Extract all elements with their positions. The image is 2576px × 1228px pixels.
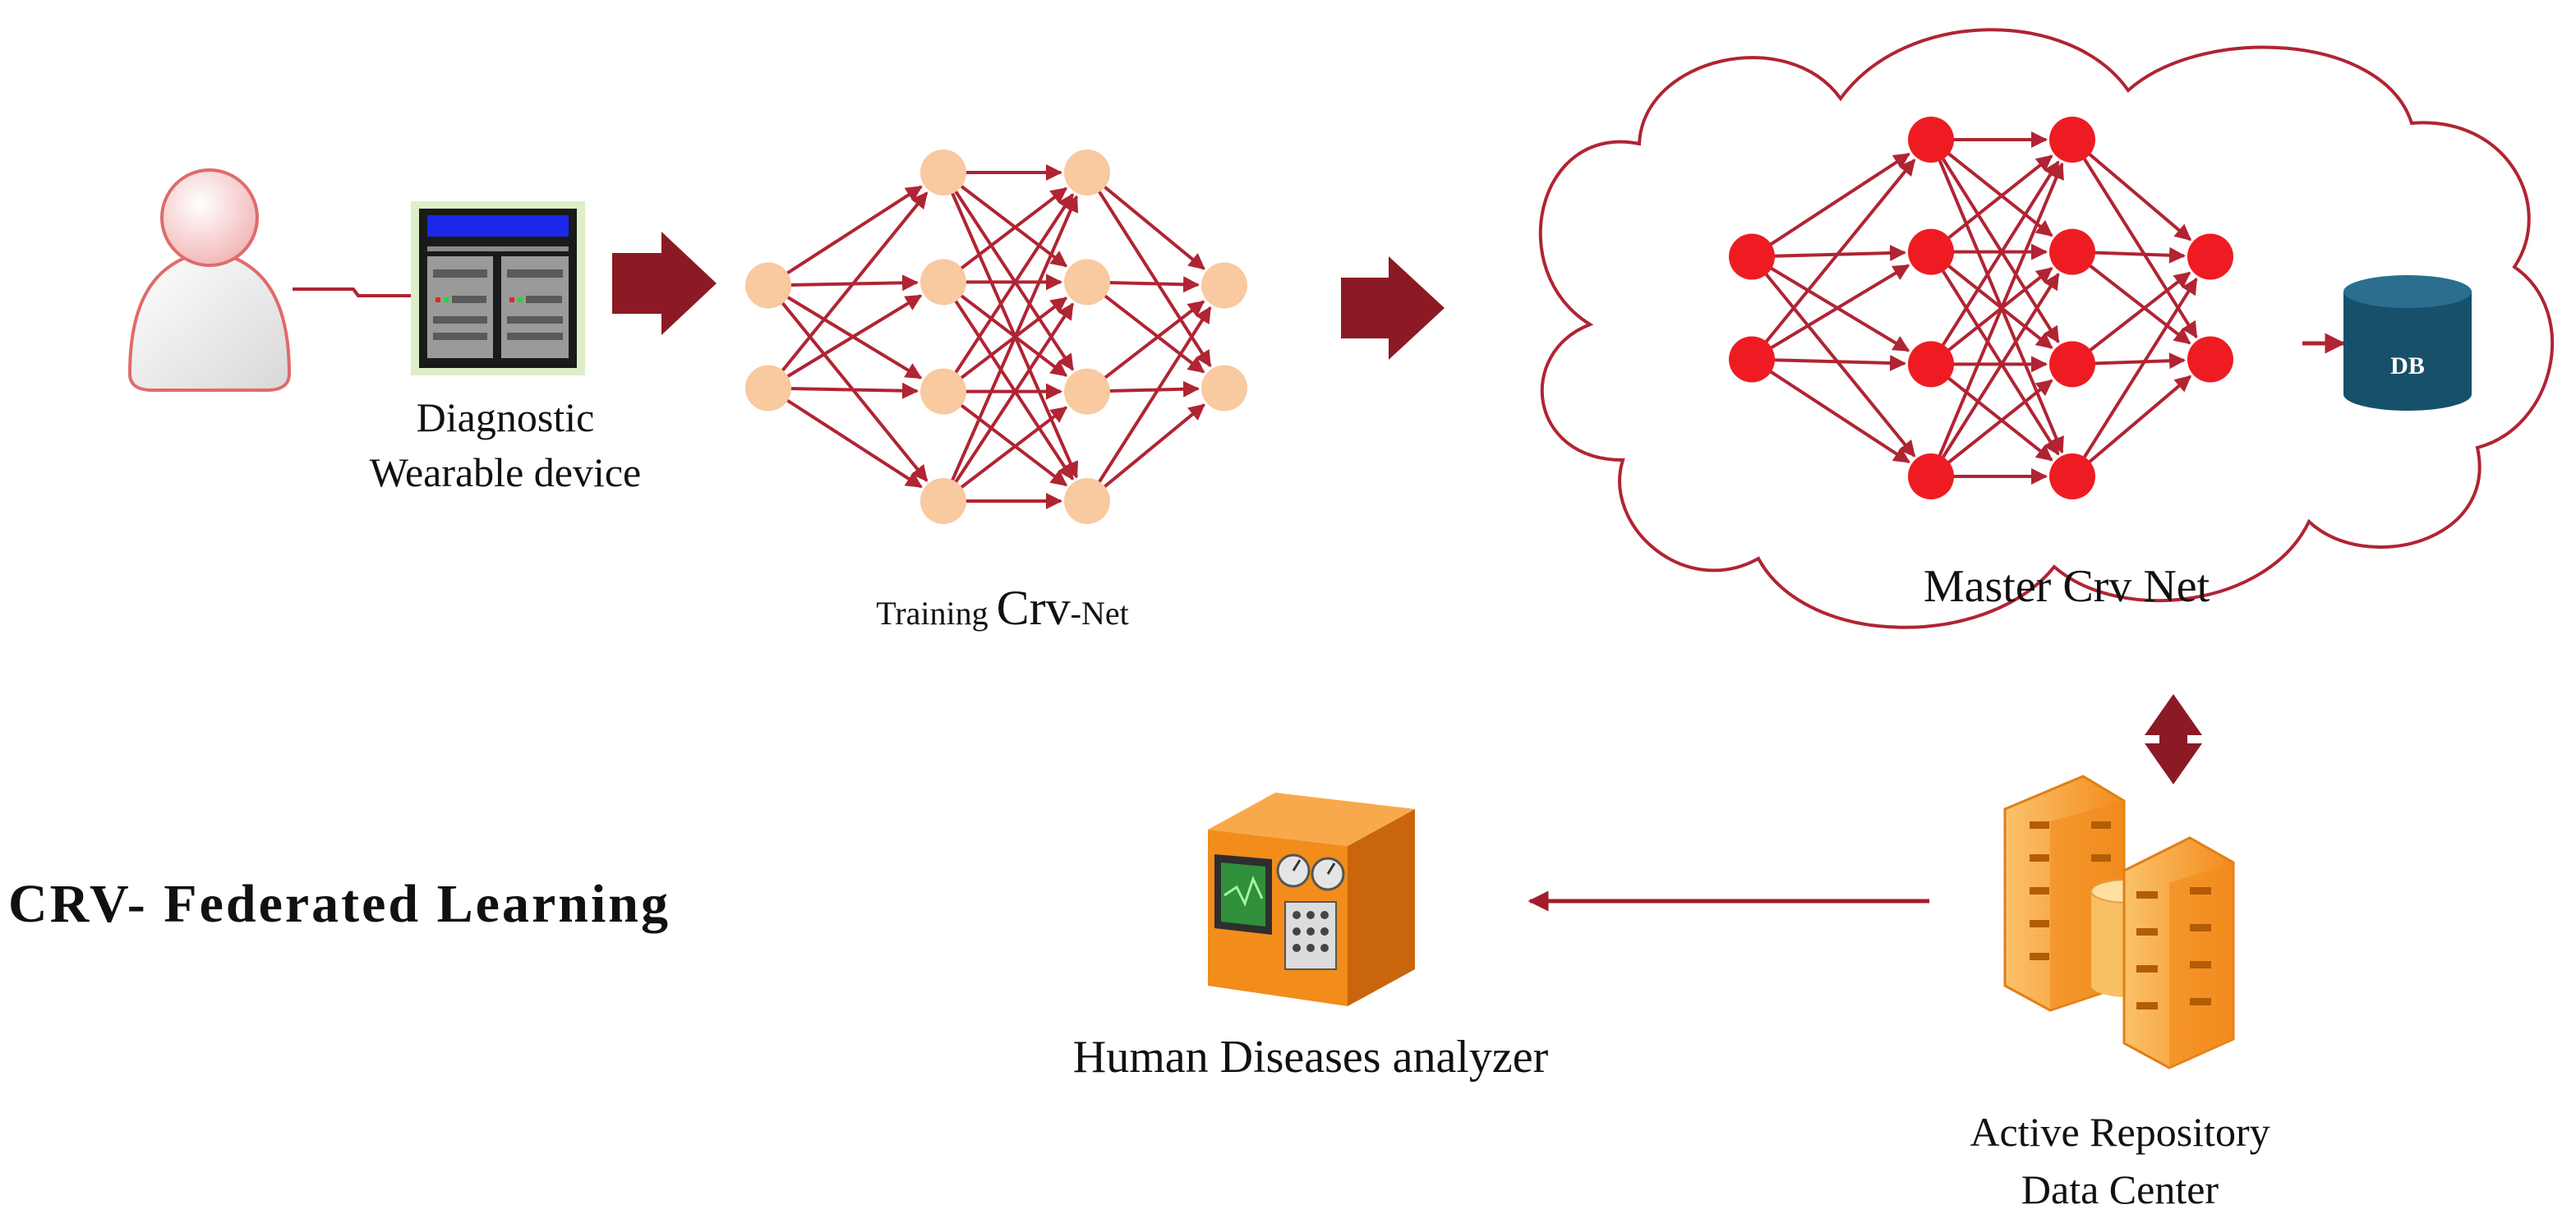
database-label: DB	[2390, 352, 2425, 379]
training-edge-0-1-0	[767, 191, 929, 389]
master-node-1-0	[1908, 117, 1954, 163]
training-edge-1-1-2	[942, 280, 1068, 377]
training-edge-0-0-3	[767, 284, 929, 482]
training-edge-2-3-1	[1085, 403, 1205, 503]
arrow-master-repository	[2145, 694, 2202, 784]
training-edge-0-1-3	[767, 386, 923, 489]
master-edge-2-3-1	[2071, 375, 2192, 478]
master-network	[1729, 117, 2233, 499]
training-node-0-0	[745, 262, 791, 309]
repository-label-line1: Active Repository	[1970, 1109, 2270, 1155]
disease-analyzer-icon	[1208, 793, 1415, 1006]
master-node-1-1	[1908, 228, 1954, 275]
master-label: Master Crv Net	[1924, 561, 2210, 612]
master-node-3-0	[2187, 233, 2233, 280]
training-edge-0-1-2	[767, 382, 919, 399]
training-node-3-0	[1201, 262, 1247, 309]
training-edge-1-0-1	[942, 171, 1068, 268]
master-edge-0-1-1	[1750, 264, 1910, 361]
training-node-2-1	[1064, 259, 1110, 306]
training-node-2-3	[1064, 478, 1110, 524]
data-center-icon	[2003, 775, 2235, 1069]
master-edge-0-0-2	[1750, 255, 1910, 352]
training-edge-1-3-1	[942, 302, 1075, 503]
training-node-0-1	[745, 365, 791, 412]
master-node-0-0	[1729, 233, 1775, 280]
training-label: Training Crv-Net	[876, 581, 1128, 635]
training-node-1-3	[920, 478, 966, 524]
master-edge-2-0-0	[2071, 138, 2192, 241]
repository-label-line2: Data Center	[2021, 1166, 2219, 1212]
master-node-2-2	[2049, 341, 2095, 388]
analyzer-label: Human Diseases analyzer	[1073, 1032, 1549, 1083]
device-label-line2: Wearable device	[370, 449, 641, 495]
master-edge-0-0-3	[1750, 255, 1916, 458]
master-edge-1-2-0	[1929, 160, 2060, 366]
training-edge-2-3-0	[1085, 306, 1212, 503]
master-edge-1-3-0	[1929, 162, 2064, 477]
master-edge-1-0-1	[1929, 138, 2053, 237]
training-node-2-0	[1064, 149, 1110, 195]
master-edge-1-3-2	[1929, 379, 2053, 478]
user-icon	[127, 168, 292, 392]
master-edge-1-0-3	[1929, 139, 2064, 454]
training-edge-0-1-1	[767, 294, 923, 390]
master-edge-0-1-3	[1750, 357, 1910, 464]
training-edge-1-2-0	[942, 193, 1075, 393]
wearable-device-icon	[411, 201, 585, 375]
master-edge-1-1-3	[1929, 251, 2060, 456]
training-node-1-0	[920, 149, 966, 195]
training-label-crv: Crv	[997, 581, 1071, 635]
diagram-title: CRV- Federated Learning	[8, 874, 670, 934]
master-edge-0-1-2	[1751, 354, 1907, 371]
training-edge-1-1-3	[942, 281, 1075, 481]
master-edge-1-1-2	[1929, 251, 2053, 349]
arrow-device-to-training	[612, 232, 717, 335]
master-edge-1-1-0	[1929, 154, 2053, 254]
master-edge-2-0-1	[2071, 138, 2198, 339]
master-edge-2-1-1	[2071, 251, 2191, 345]
training-node-2-2	[1064, 368, 1110, 415]
master-edge-0-0-0	[1750, 152, 1910, 259]
master-node-2-1	[2049, 228, 2095, 275]
training-edge-2-2-0	[1085, 300, 1205, 393]
master-edge-1-2-3	[1929, 362, 2053, 462]
training-edge-0-0-1	[767, 274, 919, 292]
master-edge-1-3-1	[1929, 273, 2060, 478]
user-device-cable	[293, 287, 411, 297]
arrow-training-to-master	[1341, 256, 1445, 360]
master-edge-2-2-0	[2071, 271, 2191, 366]
training-label-prefix: Training	[876, 595, 996, 632]
database-icon	[2343, 275, 2472, 411]
device-label-line1: Diagnostic	[417, 394, 595, 440]
master-node-0-1	[1729, 336, 1775, 383]
training-edge-2-1-1	[1085, 280, 1205, 374]
master-node-1-3	[1908, 453, 1954, 499]
training-edge-1-2-3	[942, 390, 1068, 487]
training-node-3-1	[1201, 365, 1247, 412]
training-node-1-2	[920, 368, 966, 415]
training-edge-1-3-2	[942, 406, 1068, 503]
master-edge-2-3-0	[2071, 277, 2198, 478]
training-edge-1-3-0	[942, 195, 1079, 502]
training-node-1-1	[920, 259, 966, 306]
master-node-2-3	[2049, 453, 2095, 499]
training-edge-1-2-1	[942, 297, 1068, 393]
master-edge-0-0-1	[1751, 245, 1907, 262]
training-edge-1-1-0	[942, 186, 1068, 283]
training-edge-2-0-1	[1085, 171, 1212, 368]
training-label-suffix: -Net	[1071, 595, 1129, 632]
training-network	[745, 149, 1247, 524]
training-edge-2-0-0	[1085, 171, 1205, 270]
master-node-1-2	[1908, 341, 1954, 388]
training-edge-0-0-2	[767, 283, 923, 379]
master-edge-0-1-0	[1750, 159, 1916, 361]
master-node-3-1	[2187, 336, 2233, 383]
master-node-2-0	[2049, 117, 2095, 163]
training-edge-0-0-0	[767, 185, 923, 287]
master-edge-1-2-1	[1929, 267, 2053, 366]
training-edge-1-0-3	[942, 172, 1079, 479]
